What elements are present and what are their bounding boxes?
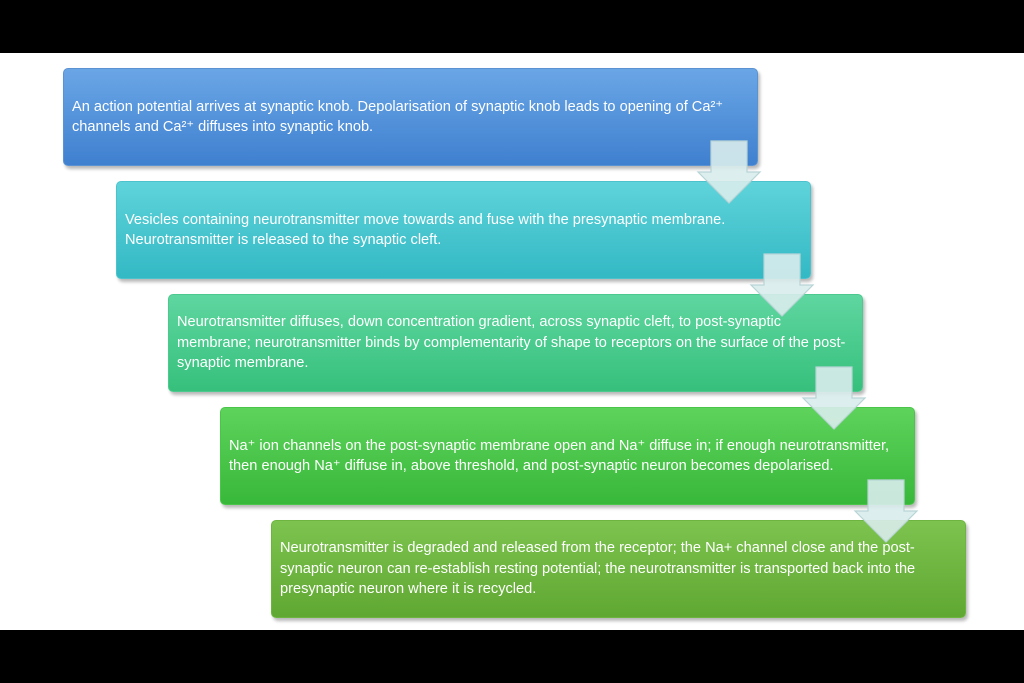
letterbox-top [0, 0, 1024, 53]
step-2-text: Vesicles containing neurotransmitter mov… [125, 211, 726, 249]
step-2-vesicle-fusion: Vesicles containing neurotransmitter mov… [116, 181, 811, 279]
step-3-text: Neurotransmitter diffuses, down concentr… [177, 314, 846, 372]
down-arrow-icon [801, 366, 867, 430]
down-arrow-icon [696, 140, 762, 204]
step-1-action-potential: An action potential arrives at synaptic … [63, 68, 758, 166]
letterbox-bottom [0, 630, 1024, 683]
down-arrow-icon [749, 253, 815, 317]
down-arrow-icon [853, 479, 919, 543]
step-4-sodium-influx: Na⁺ ion channels on the post-synaptic me… [220, 407, 915, 505]
process-diagram: An action potential arrives at synaptic … [0, 53, 1024, 630]
step-5-recycling: Neurotransmitter is degraded and release… [271, 520, 966, 618]
step-4-text: Na⁺ ion channels on the post-synaptic me… [229, 437, 890, 475]
step-5-text: Neurotransmitter is degraded and release… [280, 540, 916, 598]
step-3-neurotransmitter-binding: Neurotransmitter diffuses, down concentr… [168, 294, 863, 392]
step-1-text: An action potential arrives at synaptic … [72, 98, 724, 136]
